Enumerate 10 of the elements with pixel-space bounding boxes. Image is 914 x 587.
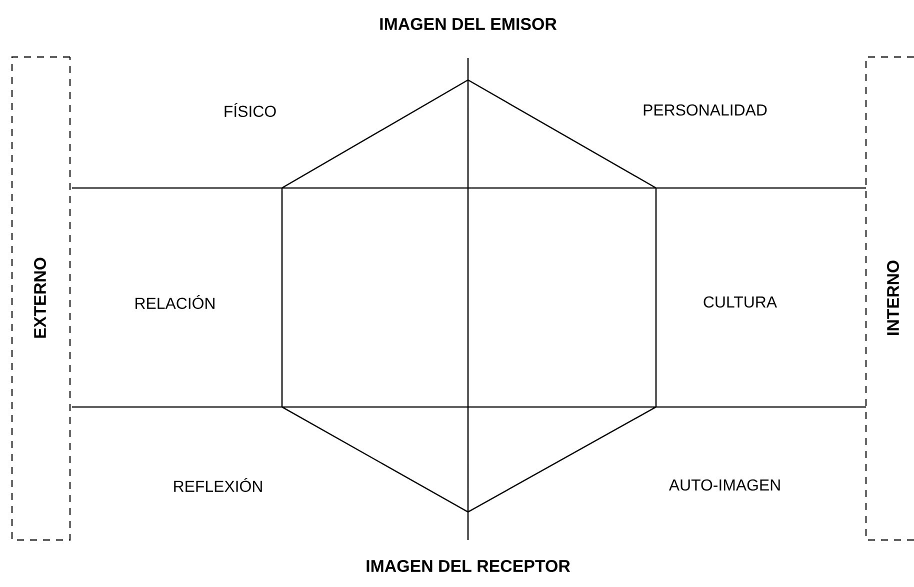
facet-label: RELACIÓN	[136, 295, 214, 309]
facet-label: PERSONALIDAD	[644, 104, 767, 116]
facet-label: CULTURA	[704, 296, 777, 308]
dashed-bracket: EXTERNO	[11, 56, 71, 541]
heading: IMAGEN DEL EMISOR	[380, 18, 557, 30]
heading: IMAGEN DEL RECEPTOR	[366, 560, 570, 572]
facet-label: REFLEXIÓN	[174, 478, 262, 492]
facet-label: FÍSICO	[224, 103, 276, 117]
facet-label: AUTO-IMAGEN	[668, 479, 780, 491]
dashed-bracket: INTERNO	[865, 56, 914, 541]
